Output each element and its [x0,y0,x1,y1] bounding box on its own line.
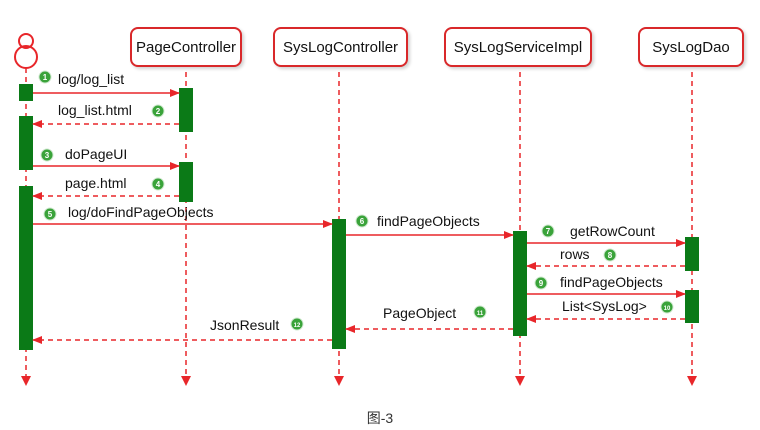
message-label: PageObject [383,305,456,321]
message-label: findPageObjects [560,274,663,290]
message-label: log/doFindPageObjects [68,204,214,220]
step-number: 2 [156,107,161,116]
participant-syslog-service-impl: SysLogServiceImpl [444,27,592,67]
step-number: 4 [156,180,161,189]
participant-syslog-dao: SysLogDao [638,27,744,67]
step-number: 5 [48,210,53,219]
step-number-badge: 12 [290,317,304,331]
lifeline-end-arrow [21,376,31,386]
step-number-badge: 5 [43,207,57,221]
message-label: getRowCount [570,223,655,239]
step-number: 9 [539,279,544,288]
activation-bar-actor [19,84,33,101]
activation-bar-page-controller [179,88,193,132]
lifeline-end-arrow [687,376,697,386]
step-number: 7 [546,227,551,236]
figure-caption: 图-3 [366,410,394,426]
step-number: 8 [608,251,613,260]
message-label: log_list.html [58,102,132,118]
step-number-badge: 3 [40,148,54,162]
lifeline-end-arrow [181,376,191,386]
step-number: 11 [477,311,484,317]
step-number: 12 [294,323,301,329]
activation-bar-actor [19,116,33,170]
step-number: 1 [43,73,48,82]
step-number: 6 [360,217,365,226]
message-label: page.html [65,175,126,191]
activation-bar-actor [19,186,33,350]
step-number-badge: 7 [541,224,555,238]
step-number-badge: 6 [355,214,369,228]
activation-bar-page-controller [179,162,193,202]
step-number: 10 [664,306,671,312]
step-number-badge: 2 [151,104,165,118]
message-label: doPageUI [65,146,127,162]
activation-bar-syslog-dao [685,237,699,271]
sequence-diagram-canvas: log/log_list 1 log_list.html 2 doPageUI 3 page… [14,33,699,386]
activation-bar-syslog-service-impl [513,231,527,336]
step-number: 3 [45,151,50,160]
lifeline-end-arrow [515,376,525,386]
step-number-badge: 8 [603,248,617,262]
message-label: rows [560,246,590,262]
step-number-badge: 4 [151,177,165,191]
message-label: JsonResult [210,317,279,333]
activation-bar-syslog-dao [685,290,699,323]
participant-syslog-controller: SysLogController [273,27,408,67]
message-label: log/log_list [58,71,124,87]
message-label: List<SysLog> [562,298,647,314]
lifeline-end-arrow [334,376,344,386]
activation-bar-syslog-controller [332,219,346,349]
participant-page-controller: PageController [130,27,242,67]
actor-icon [14,33,38,69]
step-number-badge: 9 [534,276,548,290]
step-number-badge: 10 [660,300,674,314]
step-number-badge: 1 [38,70,52,84]
message-label: findPageObjects [377,213,480,229]
step-number-badge: 11 [473,305,487,319]
